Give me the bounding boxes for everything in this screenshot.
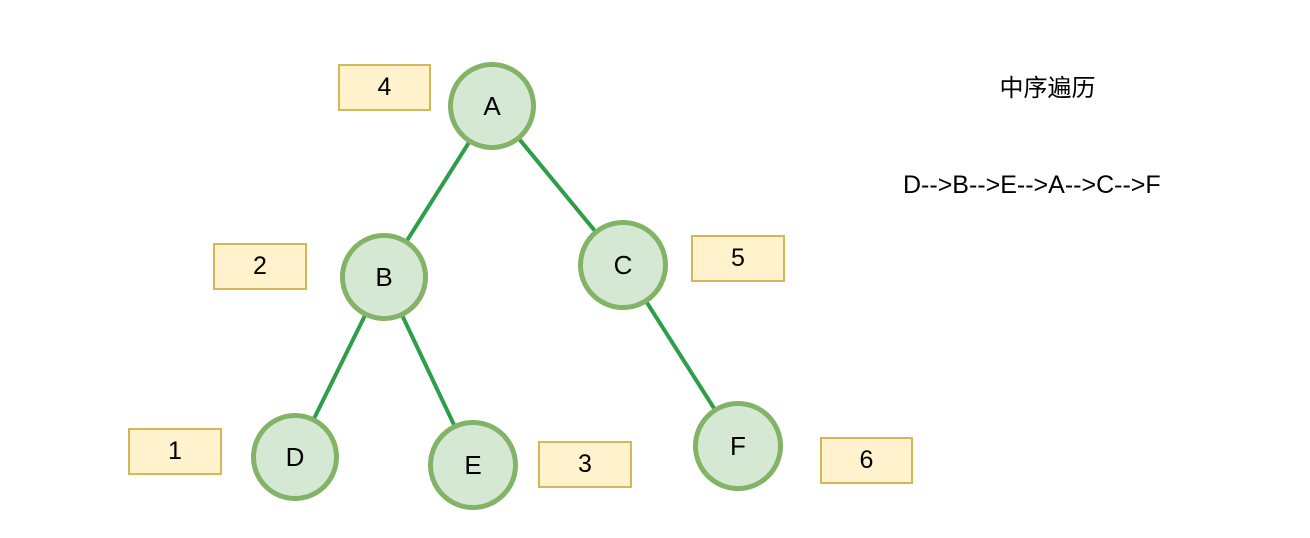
tree-node-D: D (251, 413, 339, 501)
order-badge-A: 4 (338, 64, 431, 111)
order-badge-F: 6 (820, 437, 913, 484)
order-badge-D: 1 (128, 428, 222, 475)
tree-node-E: E (428, 420, 518, 510)
order-badge-C: 5 (691, 235, 785, 282)
traversal-result: D-->B-->E-->A-->C-->F (903, 171, 1161, 199)
tree-node-B: B (340, 233, 428, 321)
tree-node-C: C (578, 220, 668, 310)
tree-node-F: F (693, 401, 783, 491)
order-badge-B: 2 (213, 243, 307, 290)
tree-node-A: A (448, 62, 536, 150)
diagram-title: 中序遍历 (999, 75, 1096, 102)
order-badge-E: 3 (538, 441, 632, 488)
